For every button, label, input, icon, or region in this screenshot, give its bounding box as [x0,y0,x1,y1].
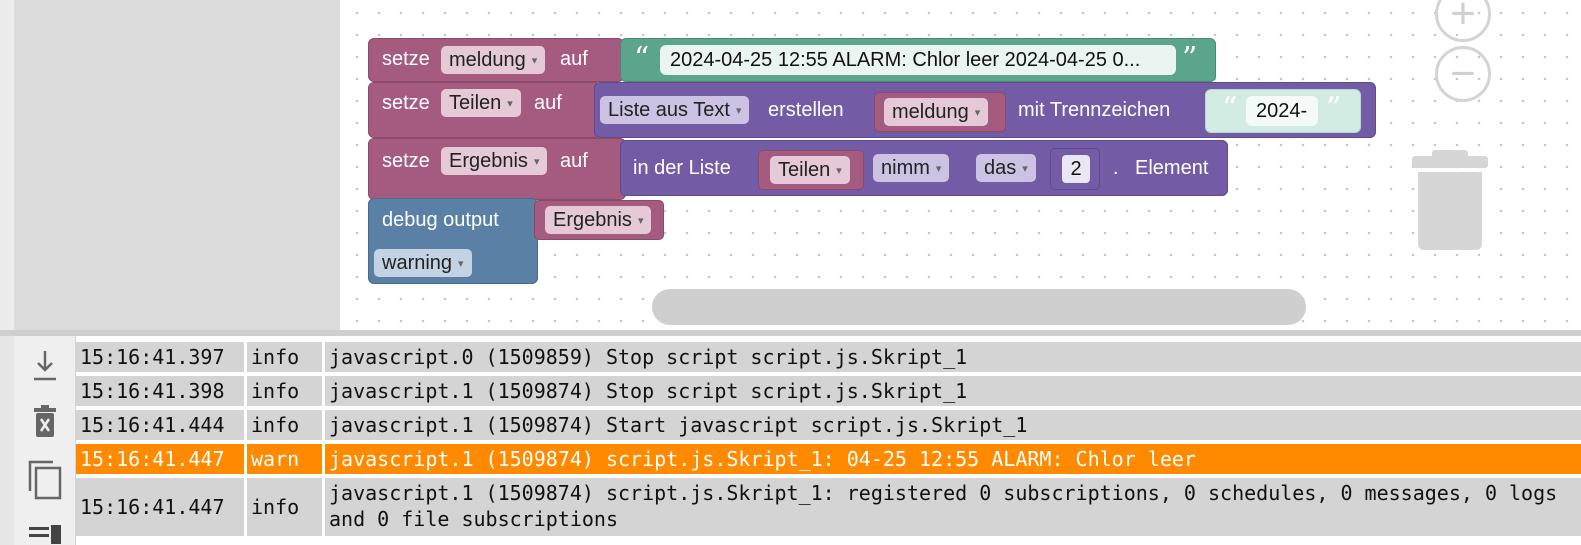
variable-name: Teilen [778,158,831,181]
index-number-field[interactable]: 2 [1062,155,1090,183]
set-keyword: setze [382,92,430,114]
text-value: 2024-04-25 12:55 ALARM: Chlor leer 2024-… [670,48,1141,71]
trash-icon-lid [1412,156,1488,168]
log-severity: info [247,376,322,406]
chevron-down-icon: ▾ [458,257,464,270]
log-time: 15:16:41.397 [76,342,244,372]
chevron-down-icon: ▾ [836,164,842,177]
plus-icon: + [1450,0,1476,38]
separator-value: 2024- [1256,99,1308,122]
variable-dropdown-meldung-get[interactable]: meldung ▾ [884,98,989,126]
panel-splitter[interactable] [0,330,1581,336]
clear-log-button[interactable] [24,404,66,440]
chevron-down-icon: ▾ [533,155,540,168]
zoom-in-button[interactable]: + [1435,0,1491,42]
log-severity: warn [247,444,322,474]
minus-icon: − [1450,49,1476,98]
log-level-value: warning [382,251,453,274]
variable-dropdown-teilen[interactable]: Teilen ▾ [441,89,521,117]
log-severity: info [247,410,322,440]
list-mode-value: Liste aus Text [608,98,730,121]
left-edge [0,0,14,330]
log-toolbar [14,336,76,545]
chevron-down-icon: ▾ [974,106,981,119]
quote-open-icon: “ [1222,91,1238,126]
set-variable-block-meldung[interactable] [368,38,624,82]
quote-close-icon: ” [1182,41,1198,76]
trash-icon[interactable] [1418,172,1482,250]
variable-dropdown-ergebnis[interactable]: Ergebnis ▾ [441,147,548,175]
variable-name: meldung [449,48,526,71]
variable-name: Ergebnis [449,149,528,172]
chevron-down-icon: ▾ [531,54,538,67]
chevron-down-icon: ▾ [935,162,942,175]
set-keyword: setze [382,150,430,172]
chevron-down-icon: ▾ [507,97,513,110]
chevron-down-icon: ▾ [637,214,644,227]
log-time: 15:16:41.444 [76,410,244,440]
log-row[interactable]: 15:16:41.397 info javascript.0 (1509859)… [76,342,1581,372]
log-message: javascript.1 (1509874) script.js.Skript_… [325,444,1581,474]
list-where-dropdown[interactable]: das ▾ [976,154,1036,182]
delete-icon [34,405,56,437]
quote-open-icon: “ [634,41,650,76]
log-time: 15:16:41.447 [76,444,244,474]
create-keyword: erstellen [768,99,844,121]
set-keyword: setze [382,48,430,70]
chevron-down-icon: ▾ [735,104,742,117]
debug-output-label: debug output [382,209,499,231]
quote-close-icon: ” [1326,91,1342,126]
in-list-keyword: in der Liste [633,157,731,179]
download-log-button[interactable] [24,348,66,384]
list-get-mode-dropdown[interactable]: nimm ▾ [873,154,950,182]
log-severity: info [247,478,322,536]
to-keyword: auf [534,92,562,114]
element-keyword: Element [1135,157,1209,179]
mode-value: nimm [881,156,930,179]
log-severity: info [247,342,322,372]
separator-keyword: mit Trennzeichen [1018,99,1171,121]
list-mode-dropdown[interactable]: Liste aus Text ▾ [600,96,750,124]
horizontal-scrollbar[interactable] [652,289,1306,325]
variable-dropdown-ergebnis-get[interactable]: Ergebnis ▾ [545,206,652,234]
dot-separator: . [1113,157,1119,179]
log-message: javascript.1 (1509874) Start javascript … [325,410,1581,440]
log-view-toggle-button[interactable] [24,520,66,545]
where-value: das [984,156,1017,179]
log-level-dropdown[interactable]: warning ▾ [374,249,472,277]
list-view-icon [29,525,61,544]
copy-icon [28,460,62,500]
variable-dropdown-meldung[interactable]: meldung ▾ [441,46,546,74]
log-row[interactable]: 15:16:41.444 info javascript.1 (1509874)… [76,410,1581,440]
download-icon [34,351,56,381]
variable-name: Teilen [449,91,502,114]
log-row-warning[interactable]: 15:16:41.447 warn javascript.1 (1509874)… [76,444,1581,474]
log-time: 15:16:41.447 [76,478,244,536]
separator-field[interactable]: 2024- [1246,96,1318,126]
log-time: 15:16:41.398 [76,376,244,406]
index-value: 2 [1070,157,1082,180]
log-message: javascript.1 (1509874) script.js.Skript_… [325,478,1581,536]
log-message: javascript.0 (1509859) Stop script scrip… [325,342,1581,372]
toolbox-panel [14,0,340,330]
variable-dropdown-teilen-get[interactable]: Teilen ▾ [770,156,850,184]
log-table: 15:16:41.397 info javascript.0 (1509859)… [76,336,1581,545]
text-value-field[interactable]: 2024-04-25 12:55 ALARM: Chlor leer 2024-… [660,45,1176,75]
to-keyword: auf [560,48,588,70]
log-row[interactable]: 15:16:41.447 info javascript.1 (1509874)… [76,478,1581,536]
trash-icon-handle [1432,150,1468,158]
zoom-out-button[interactable]: − [1435,46,1491,102]
copy-log-button[interactable] [24,458,66,502]
log-message: javascript.1 (1509874) Stop script scrip… [325,376,1581,406]
log-row[interactable]: 15:16:41.398 info javascript.1 (1509874)… [76,376,1581,406]
to-keyword: auf [560,150,588,172]
chevron-down-icon: ▾ [1022,162,1028,175]
variable-name: meldung [892,100,969,123]
variable-name: Ergebnis [553,208,632,231]
